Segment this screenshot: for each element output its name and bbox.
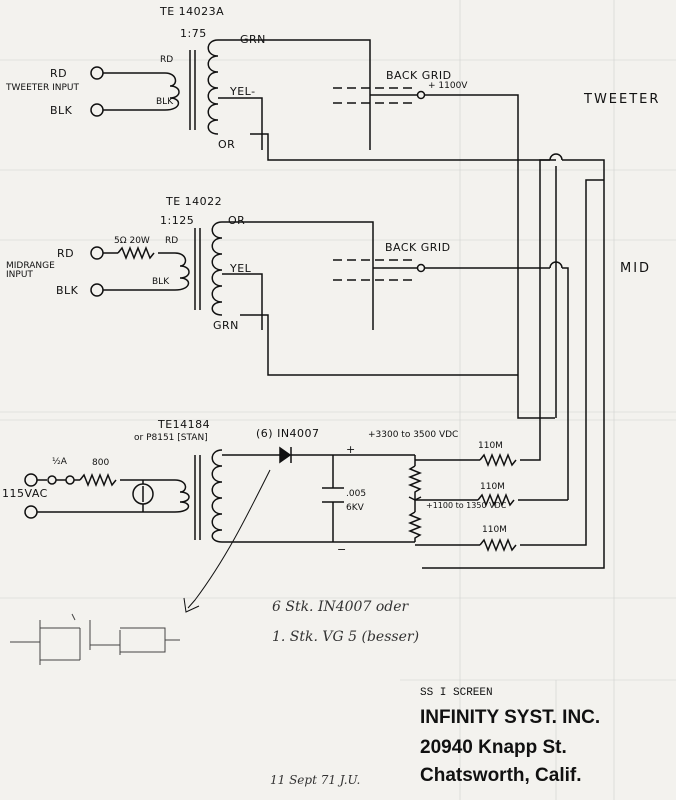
r2-label: 110M <box>480 482 505 492</box>
series-resistor-800 <box>79 472 117 488</box>
output-bus <box>422 153 605 569</box>
tweeter-input-label: TWEETER INPUT <box>6 83 79 93</box>
mid-backgrid-terminal <box>416 263 426 273</box>
fuse-label: ½A <box>52 457 67 467</box>
tweeter-prim-rd-label: RD <box>160 55 174 65</box>
note-line-2: 1. Stk. VG 5 (besser) <box>272 629 420 645</box>
tweeter-rd-terminal[interactable] <box>90 66 104 80</box>
tweeter-blk-label: BLK <box>50 104 73 117</box>
company-name: INFINITY SYST. INC. <box>420 707 601 728</box>
tweeter-blk-terminal[interactable] <box>90 103 104 117</box>
r1-label: 110M <box>478 441 503 451</box>
hv-minus-label: − <box>337 543 347 556</box>
mid-voltage-label: +1100 to 1350 VDC <box>426 501 507 510</box>
tweeter-ratio-label: 1:75 <box>180 27 207 40</box>
mid-blk-terminal[interactable] <box>90 283 104 297</box>
cap-value-label: .005 <box>346 489 367 499</box>
power-primary-coil <box>174 479 190 513</box>
hv-plus-label: + <box>346 443 356 456</box>
tweeter-back-grid-label: BACK GRID <box>386 69 452 82</box>
tweeter-secondary-coil <box>207 39 219 135</box>
power-secondary-coil <box>211 449 223 543</box>
cap-voltage-label: 6KV <box>346 503 364 513</box>
mid-transformer-label: TE 14022 <box>166 195 223 208</box>
divider-resistor-top <box>407 465 423 505</box>
tweeter-prim-blk-label: BLK <box>156 97 174 107</box>
company-city: Chatsworth, Calif. <box>420 765 582 786</box>
mid-or-label: OR <box>228 214 246 227</box>
signature-date: 11 Sept 71 J.U. <box>270 773 361 787</box>
ac-terminal-2[interactable] <box>24 505 38 519</box>
mid-rd-label: RD <box>57 247 75 260</box>
power-alt-transformer-label: or P8151 [STAN] <box>134 433 208 443</box>
tweeter-grn-label: GRN <box>240 33 266 46</box>
tweeter-rd-label: RD <box>50 67 68 80</box>
mid-primary-coil <box>174 252 190 291</box>
vac-label: 115VAC <box>2 487 48 500</box>
diode-label: (6) IN4007 <box>256 427 320 440</box>
resistor-110m-2 <box>477 492 515 508</box>
mid-output-label: MID <box>620 261 652 276</box>
note-line-1: 6 Stk. IN4007 oder <box>272 599 409 615</box>
res800-label: 800 <box>92 458 110 468</box>
mid-back-grid-label: BACK GRID <box>385 241 451 254</box>
resistor-110m-3 <box>479 537 517 553</box>
mid-secondary-coil <box>211 221 223 316</box>
tweeter-backgrid-terminal <box>416 90 426 100</box>
mid-grn-label: GRN <box>213 319 239 332</box>
midrange-section <box>90 221 569 500</box>
company-address: 20940 Knapp St. <box>420 737 567 758</box>
power-transformer-label: TE14184 <box>158 418 211 431</box>
mid-blk-label: BLK <box>56 284 79 297</box>
mid-input-label: MIDRANGE INPUT <box>6 261 55 280</box>
r3-label: 110M <box>482 525 507 535</box>
tweeter-voltage-label: + 1100V <box>428 81 468 91</box>
tweeter-output-label: TWEETER <box>584 92 661 107</box>
tweeter-or-label: OR <box>218 138 236 151</box>
note-arrow <box>187 469 271 609</box>
mid-prim-blk-label: BLK <box>152 277 170 287</box>
rectifier-diode <box>279 446 292 464</box>
power-supply-section <box>10 159 604 665</box>
tweeter-primary-coil <box>164 72 180 111</box>
neon-lamp <box>132 483 154 505</box>
pencil-diode-stack-sketch <box>10 613 180 665</box>
mid-series-resistor <box>117 245 155 261</box>
mid-ratio-label: 1:125 <box>160 214 195 227</box>
mid-prim-rd-label: RD <box>165 236 179 246</box>
divider-resistor-bottom <box>407 511 423 542</box>
tweeter-yel-label: YEL- <box>230 85 256 98</box>
ac-terminal-1[interactable] <box>24 473 38 487</box>
mid-rd-terminal[interactable] <box>90 246 104 260</box>
document-title: SS I SCREEN <box>420 687 493 699</box>
hv-output-label: +3300 to 3500 VDC <box>368 430 459 440</box>
mid-resistor-label: 5Ω 20W <box>114 236 150 246</box>
mid-yel-label: YEL <box>230 262 252 275</box>
tweeter-section <box>90 39 556 419</box>
resistor-110m-1 <box>479 452 517 468</box>
tweeter-transformer-label: TE 14023A <box>160 5 225 18</box>
